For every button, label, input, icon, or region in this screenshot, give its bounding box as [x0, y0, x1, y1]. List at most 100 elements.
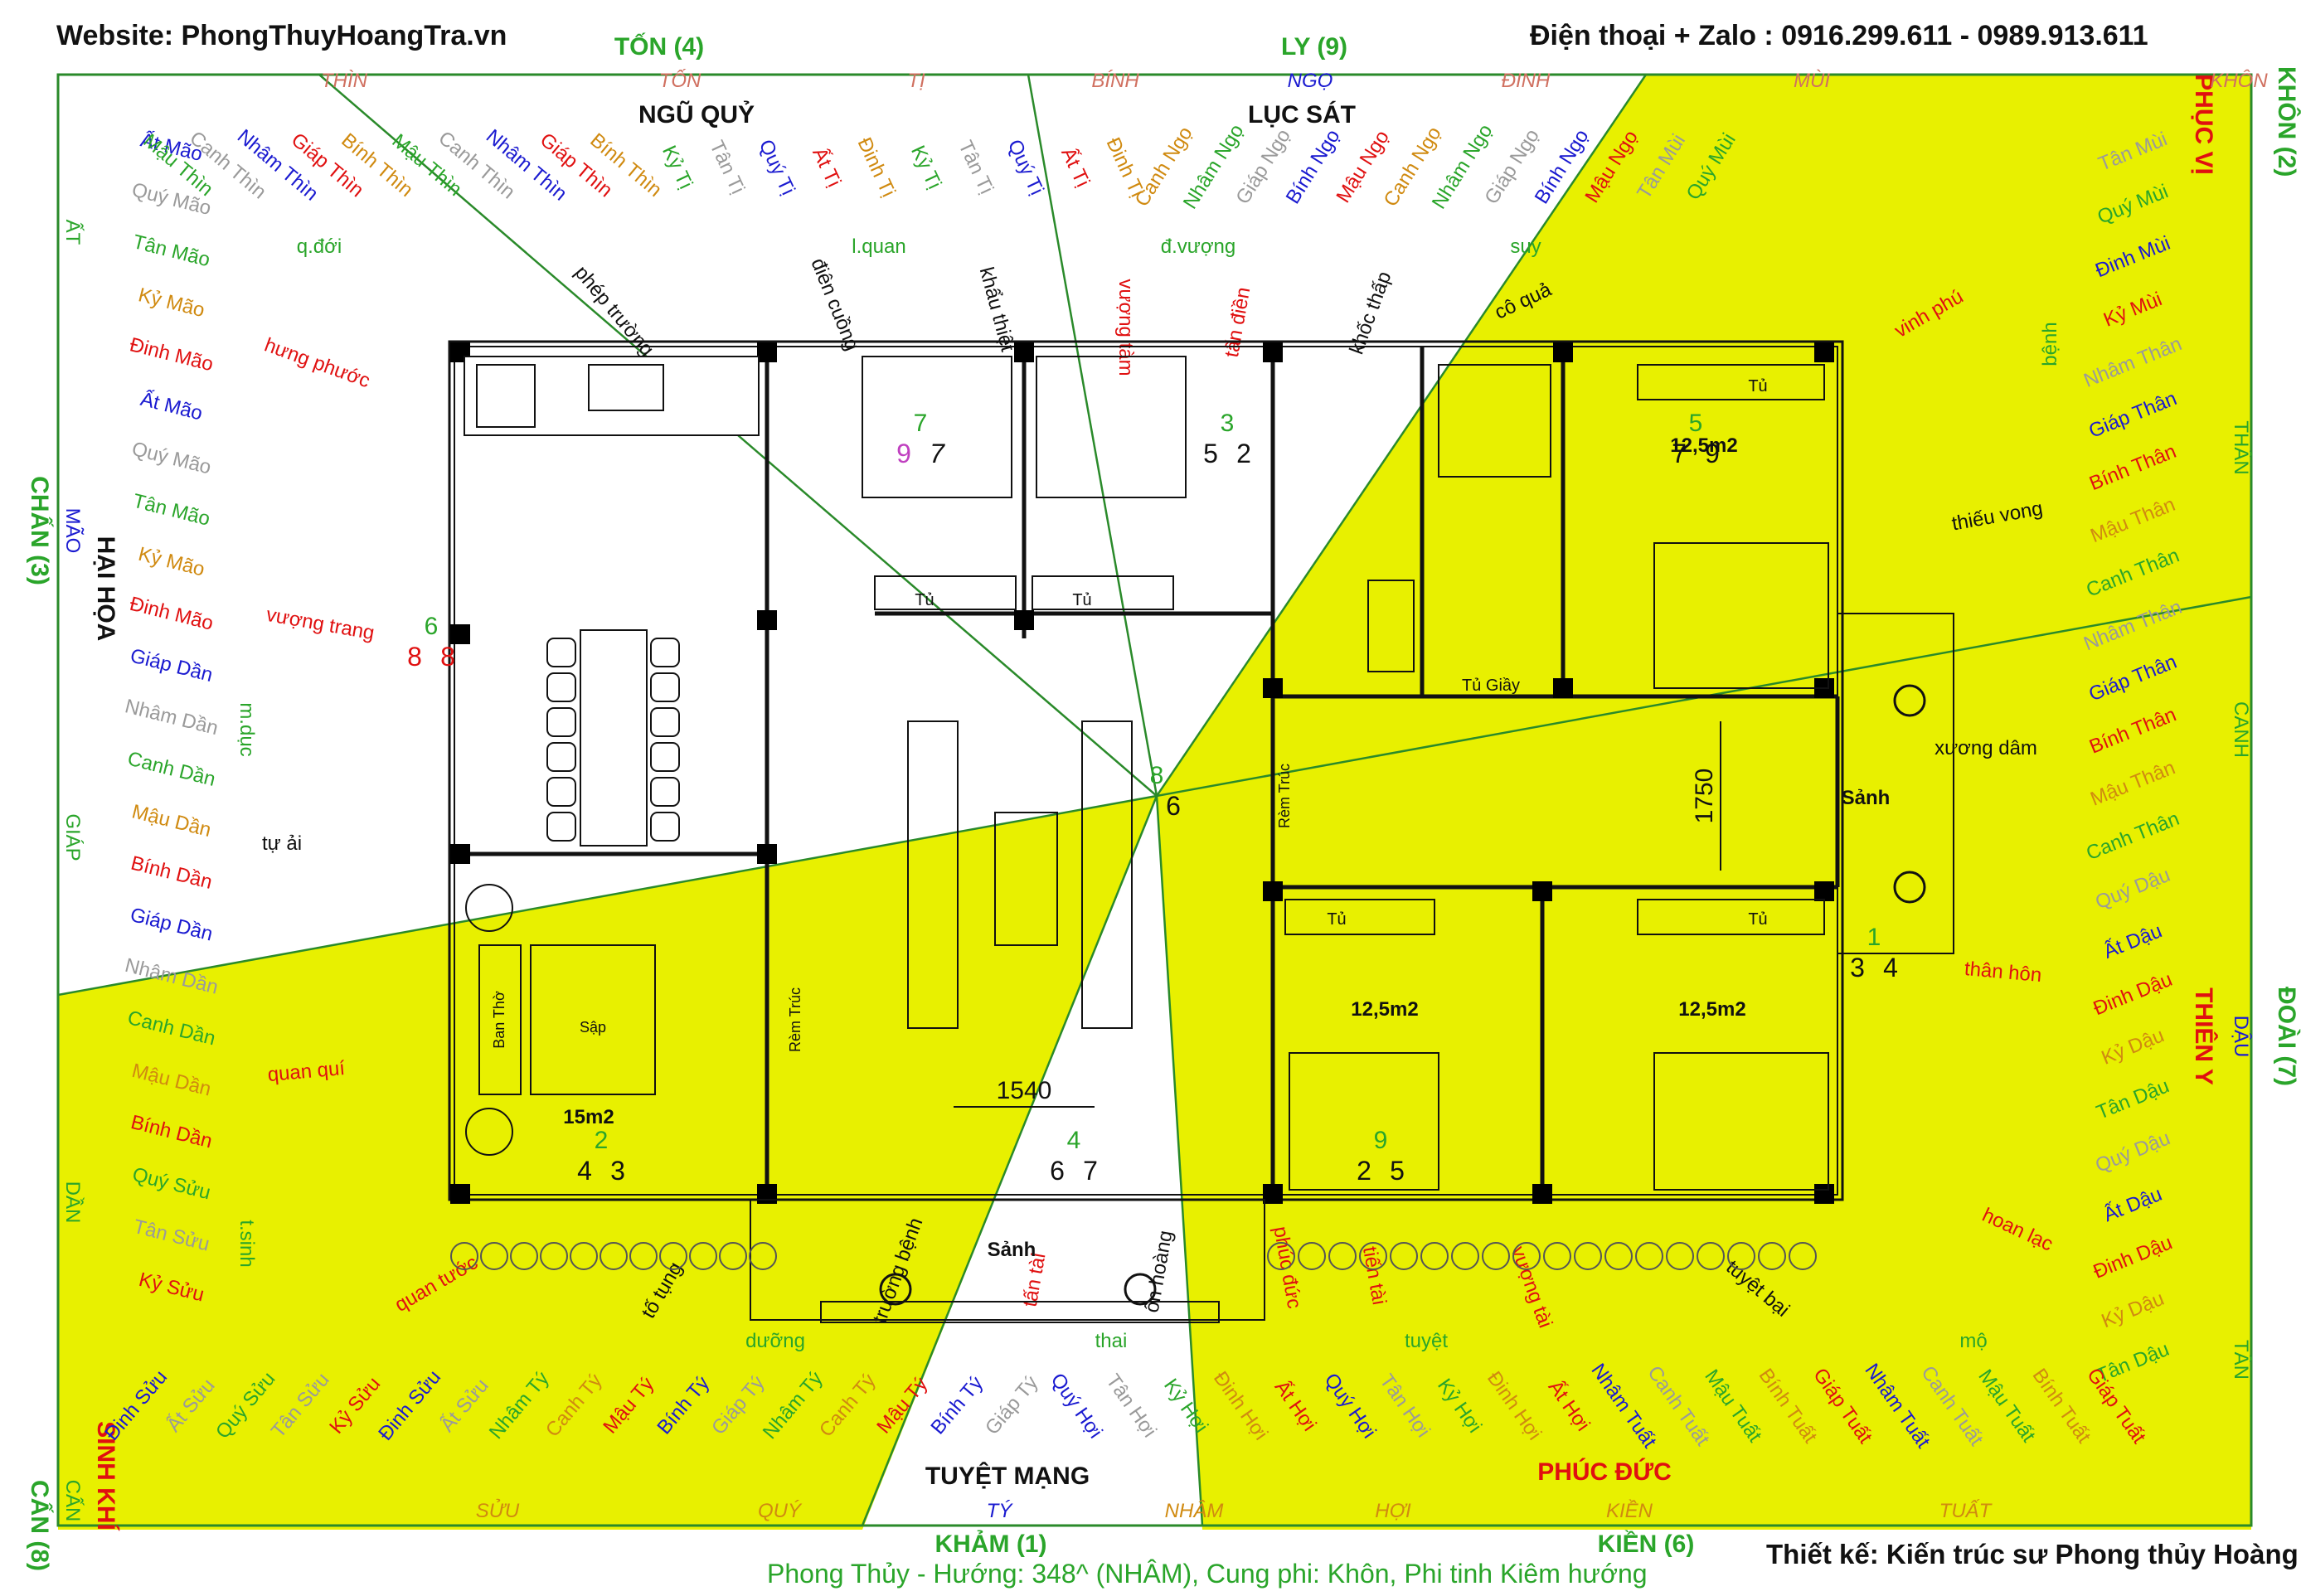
planter: [1482, 1242, 1510, 1270]
planter: [719, 1242, 747, 1270]
mountain-bottom: TÝ: [987, 1500, 1014, 1522]
altar-pot: [465, 1108, 513, 1156]
flying-star-mountain: 2: [1357, 1156, 1371, 1186]
phase-label: tuyệt: [1405, 1330, 1448, 1352]
compass-border: [56, 73, 2253, 1527]
ring-label-top: Quý Tị: [755, 136, 799, 198]
ring-label-left: Quý Mão: [129, 438, 213, 479]
column: [1814, 1184, 1834, 1204]
flying-star-mountain: 6: [1050, 1156, 1065, 1186]
flying-star-period: 3: [1221, 410, 1235, 437]
ring-label-left: Đinh Mão: [128, 333, 216, 376]
ring-label-left: Giáp Dần: [128, 904, 215, 946]
altar-table: [478, 944, 522, 1095]
column: [1553, 678, 1573, 698]
mountain-bottom: TUẤT: [1939, 1499, 1993, 1522]
website-label: Website: PhongThuyHoangTra.vn: [56, 20, 507, 51]
mountain-bottom: SỬU: [476, 1498, 520, 1522]
flying-star-water: 7: [930, 439, 945, 468]
side-porch-column: [1893, 684, 1926, 717]
zone-hai-hoa: HẠI HỌA: [92, 536, 119, 642]
wardrobe: [874, 575, 1017, 610]
bed-top-right: [1036, 356, 1187, 498]
planter: [749, 1242, 777, 1270]
column: [450, 1184, 470, 1204]
phase-label: l.quan: [852, 235, 905, 258]
wardrobe-label: Tủ: [1748, 377, 1767, 395]
flying-star-mountain: 9: [896, 439, 911, 468]
front-porch-label: Sảnh: [988, 1239, 1036, 1261]
flying-star-period: 7: [914, 410, 928, 437]
altar-pot: [465, 884, 513, 932]
flying-star-mountain: 5: [1203, 439, 1218, 468]
bed-se-left: [1289, 1052, 1439, 1191]
zone-thien-y: THIÊN Y: [2190, 987, 2218, 1085]
ring-label-top: Ất Tị: [808, 144, 846, 191]
house-plan: [448, 340, 1954, 1323]
mountain-top: ĐINH: [1502, 70, 1551, 92]
bed-se-right: [1653, 1052, 1829, 1191]
planter: [1390, 1242, 1418, 1270]
shoe-cabinet-label: Tủ Giầy: [1462, 677, 1520, 695]
planter: [659, 1242, 687, 1270]
curtain-label: Rèm Trúc: [787, 987, 803, 1052]
direction-khon: KHÔN (2): [2273, 66, 2301, 177]
ring-label-bottom: Bính Tý: [926, 1372, 988, 1438]
planter: [629, 1242, 658, 1270]
column: [450, 624, 470, 644]
ring-label-left: Nhâm Dần: [123, 695, 221, 740]
phase-label: m.dục: [235, 702, 258, 756]
flying-star-mountain: 4: [577, 1156, 592, 1186]
sofa-left: [907, 720, 959, 1029]
phase-label: bệnh: [2039, 322, 2061, 366]
altar-label: Ban Thờ: [491, 991, 507, 1049]
dimension-1750: 1750: [1691, 769, 1718, 824]
ring-label-left: Giáp Dần: [128, 644, 215, 686]
side-porch-column: [1893, 871, 1926, 904]
ring-label-left: Kỷ Mão: [136, 543, 206, 581]
planter: [570, 1242, 598, 1270]
bath-sink: [1367, 580, 1415, 672]
column: [1014, 610, 1034, 630]
star-label: xương dâm: [1934, 737, 2037, 759]
mountain-top: KHÔN: [2210, 69, 2268, 92]
phase-label: thai: [1095, 1330, 1128, 1352]
ring-label-top: Tân Tị: [954, 137, 998, 197]
mountain-left: GIÁP: [61, 813, 84, 861]
dining-chair: [546, 707, 576, 737]
planter: [600, 1242, 628, 1270]
mountain-bottom: HỢI: [1375, 1500, 1411, 1522]
flying-star-water: 6: [1166, 791, 1181, 821]
direction-can8: CẤN (8): [26, 1480, 54, 1571]
planter: [480, 1242, 508, 1270]
mountain-top: NGỌ: [1288, 70, 1333, 92]
star-label: điên cuồng: [806, 255, 863, 354]
planter: [510, 1242, 538, 1270]
porch-step: [820, 1301, 1220, 1323]
zone-luc-sat: LỤC SÁT: [1248, 100, 1356, 129]
kitchen-stove: [476, 364, 536, 428]
planter: [1359, 1242, 1387, 1270]
sector-line-5: [861, 795, 1158, 1526]
flying-star-water: 3: [610, 1156, 625, 1186]
ring-label-bottom: Quý Hợi: [1046, 1369, 1107, 1442]
column: [1263, 881, 1283, 901]
flying-star-period: 8: [1150, 762, 1164, 789]
direction-ton: TỐN (4): [614, 32, 704, 61]
direction-doai: ĐOÀI (7): [2273, 987, 2301, 1086]
wardrobe: [1637, 364, 1825, 400]
caption-label: Phong Thủy - Hướng: 348^ (NHÂM), Cung ph…: [767, 1559, 1648, 1589]
zone-ngu-quy: NGŨ QUỶ: [638, 100, 755, 129]
mountain-left: CẤN: [61, 1480, 85, 1522]
ring-label-top: Ất Tị: [1056, 144, 1095, 191]
flying-star-water: 9: [1705, 439, 1720, 468]
ring-label-top: Kỷ Tị: [906, 143, 945, 193]
direction-kham: KHẢM (1): [935, 1530, 1047, 1558]
planter: [689, 1242, 717, 1270]
zone-phuc-duc: PHÚC ĐỨC: [1537, 1458, 1672, 1486]
room-area-ne: 12,5m2: [1670, 434, 1737, 457]
planter: [1758, 1242, 1786, 1270]
porch-column: [879, 1273, 912, 1306]
